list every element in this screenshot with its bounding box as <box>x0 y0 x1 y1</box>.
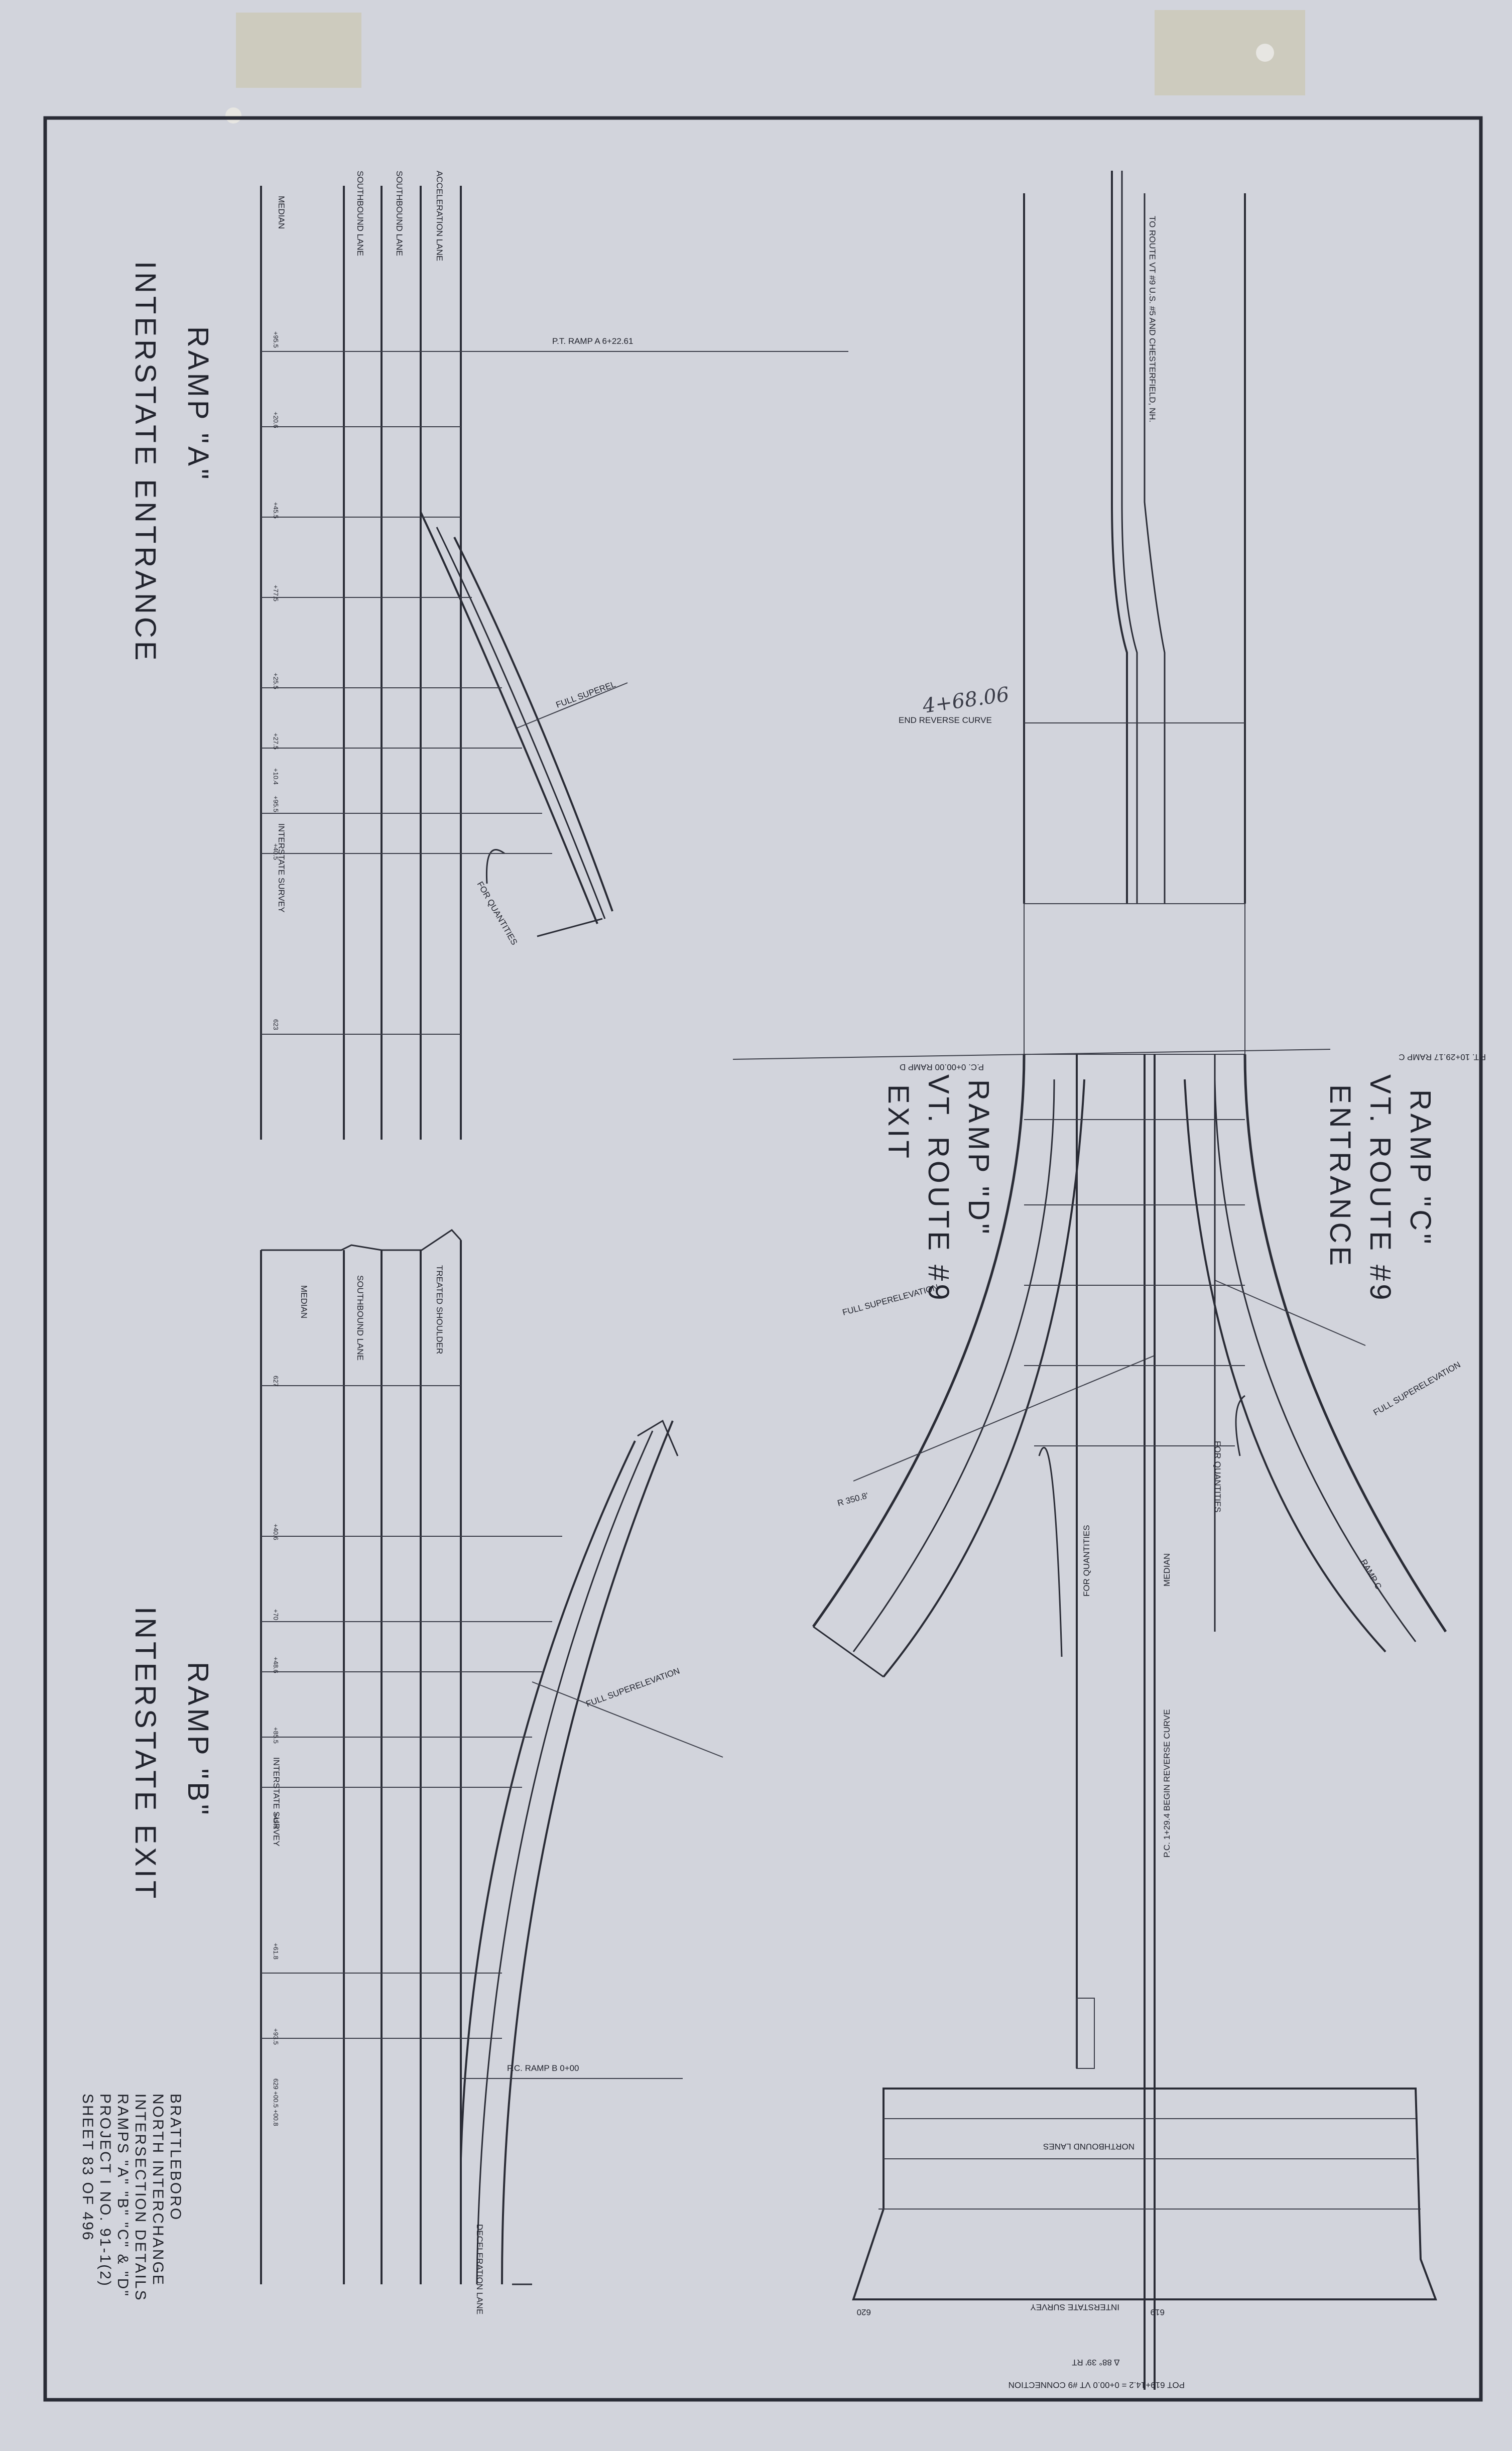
station-label: +40.5 <box>272 843 280 860</box>
ramp-a-lane-label: MEDIAN <box>277 196 286 229</box>
ramp-d-title: RAMP "D" <box>962 1079 995 1237</box>
ramp-c-pt-label: P.T. 10+29.17 RAMP C <box>1399 1052 1486 1062</box>
handwritten-station: 4+68.06 <box>921 683 1011 718</box>
route-to-label: TO ROUTE VT #9 U.S. #5 AND CHESTERFIELD,… <box>1148 216 1157 422</box>
title-line: NORTH INTERCHANGE <box>150 2094 166 2286</box>
ramp-a-survey-label: INTERSTATE SURVEY <box>277 823 286 913</box>
tape-mark <box>1155 10 1305 95</box>
station-619: 619 <box>1151 2307 1165 2317</box>
station-label: +20.6 <box>272 412 280 428</box>
ramp-c-quantities-label: FOR QUANTITIES <box>1213 1441 1222 1513</box>
station-label: +10.4 <box>272 768 280 785</box>
station-label: +95.5 <box>272 796 280 812</box>
title-block: BRATTLEBORO NORTH INTERCHANGE INTERSECTI… <box>79 2094 184 2302</box>
station-label: 629 +00.5 +00.8 <box>272 2078 280 2126</box>
station-label: +77.5 <box>272 585 280 601</box>
ramp-d-pc-label: P.C. 0+00.00 RAMP D <box>900 1062 984 1072</box>
punch-hole <box>1256 44 1274 62</box>
ramp-a-lane-label: SOUTHBOUND LANE <box>395 171 404 256</box>
station-label: +93.5 <box>272 2028 280 2045</box>
ramp-a-lane-label: ACCELERATION LANE <box>435 171 444 261</box>
ramp-d-line3: EXIT <box>882 1084 915 1161</box>
ramp-a-quantities-label: FOR QUANTITIES <box>475 880 520 947</box>
angle-label: ∆ 88° 39' RT <box>1072 2358 1119 2367</box>
ramp-b-lane-label: TREATED SHOULDER <box>435 1265 444 1354</box>
station-label: +40.6 <box>272 1524 280 1540</box>
station-620: 620 <box>857 2307 871 2317</box>
reverse-curve-label: END REVERSE CURVE <box>899 715 992 725</box>
ramp-a-subtitle: INTERSTATE ENTRANCE <box>129 261 162 663</box>
ramp-b-pc-label: P.C. RAMP B 0+00 <box>507 2063 579 2073</box>
ramp-c-tag: RAMP C <box>1359 1558 1383 1591</box>
northbound-label: NORTHBOUND LANES <box>1043 2142 1135 2151</box>
median-label: MEDIAN <box>1162 1553 1172 1586</box>
title-line: RAMPS "A" "B" "C" & "D" <box>114 2094 131 2297</box>
tape-mark <box>236 13 361 88</box>
ramp-d-quantities-label: FOR QUANTITIES <box>1082 1525 1091 1597</box>
station-label: +45.5 <box>272 502 280 519</box>
interstate-survey-label: INTERSTATE SURVEY <box>1030 2302 1119 2312</box>
ramp-c-super-label: FULL SUPERELEVATION <box>1372 1360 1462 1417</box>
ramp-a-plan <box>260 186 848 1140</box>
ramp-b-lane-label: DECELERATION LANE <box>475 2224 484 2314</box>
pc-reverse-label: P.C. 1+29.4 BEGIN REVERSE CURVE <box>1162 1709 1172 1858</box>
ramp-c-title: RAMP "C" <box>1404 1089 1437 1247</box>
connection-label: POT 619+14.2 = 0+00.0 VT #9 CONNECTION <box>1009 2380 1185 2390</box>
station-label: +27.5 <box>272 733 280 750</box>
punch-hole <box>225 107 241 124</box>
station-label: +70 <box>272 1609 280 1620</box>
ramp-b-subtitle: INTERSTATE EXIT <box>129 1607 162 1901</box>
station-label: +48.6 <box>272 1657 280 1673</box>
ramp-b-super-label: FULL SUPERELEVATION <box>585 1666 681 1708</box>
title-line: INTERSECTION DETAILS <box>132 2094 149 2302</box>
station-label: 623 <box>272 1019 280 1030</box>
ramp-a-lane-label: SOUTHBOUND LANE <box>355 171 365 256</box>
ramp-c-line3: ENTRANCE <box>1324 1084 1356 1269</box>
ramp-d-radius-label: R 350.8' <box>836 1491 869 1508</box>
ramp-b-survey-label: INTERSTATE SURVEY <box>272 1757 281 1847</box>
ramp-a-super-label: FULL SUPEREL <box>555 679 617 710</box>
station-label: +25.5 <box>272 673 280 689</box>
ramp-a-title: RAMP "A" <box>182 326 214 482</box>
station-label: +95.5 <box>272 331 280 348</box>
route-9-plan <box>732 171 1447 2390</box>
ramp-b-title: RAMP "B" <box>182 1662 214 1818</box>
ramp-b-lane-label: MEDIAN <box>299 1285 309 1318</box>
title-line: BRATTLEBORO <box>167 2094 184 2221</box>
title-line: PROJECT I NO. 91-1(2) <box>97 2094 113 2287</box>
title-line: SHEET 83 OF 496 <box>79 2094 96 2242</box>
ramp-a-pt-label: P.T. RAMP A 6+22.61 <box>552 336 633 346</box>
station-label: +45.8 <box>272 1812 280 1829</box>
ramp-d-line2: VT. ROUTE #9 <box>922 1074 955 1303</box>
station-label: +85.5 <box>272 1727 280 1744</box>
ramp-b-plan <box>260 1229 723 2285</box>
ramp-b-lane-label: SOUTHBOUND LANE <box>355 1275 365 1361</box>
sheet-border <box>43 116 1483 2402</box>
station-label: 627 <box>272 1376 280 1387</box>
station-label: +61.8 <box>272 1943 280 1959</box>
ramp-c-line2: VT. ROUTE #9 <box>1364 1074 1397 1303</box>
